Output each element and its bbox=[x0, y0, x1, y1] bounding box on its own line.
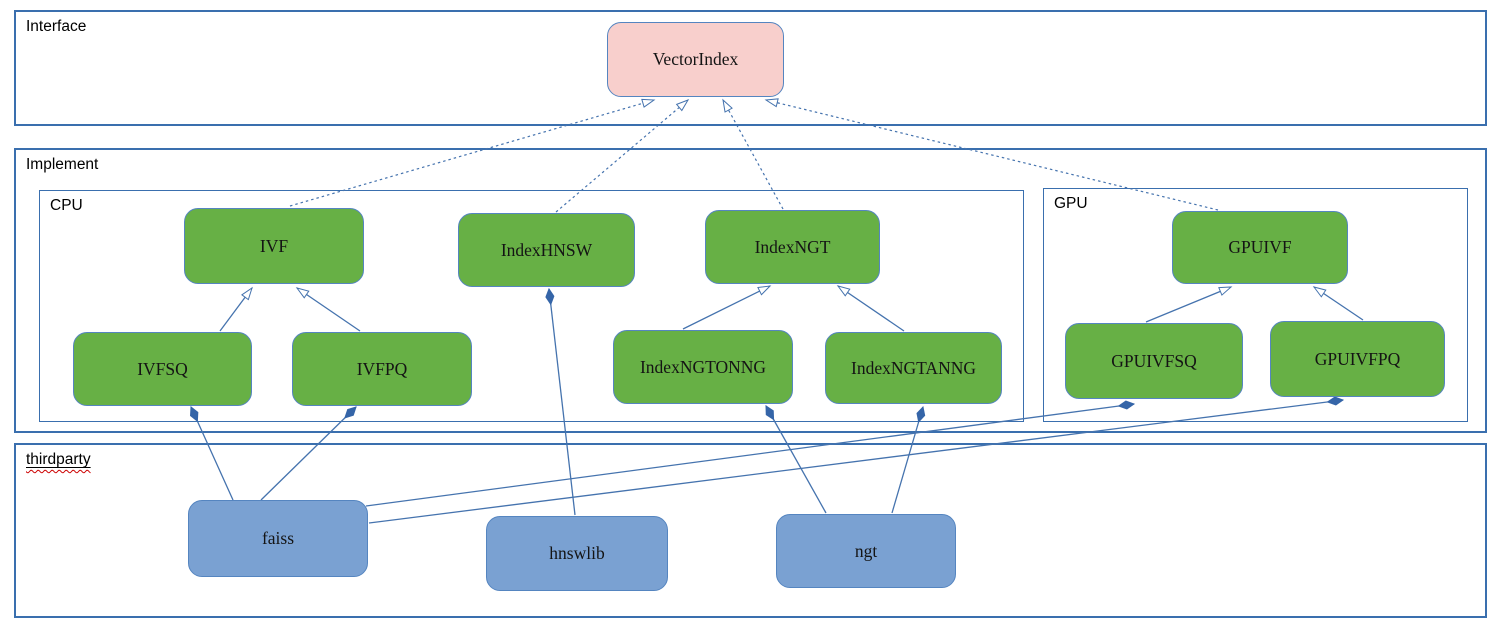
edge-faiss-to-gpuivfpq bbox=[368, 400, 1343, 524]
edge-ngt-to-indexngtonng bbox=[765, 406, 827, 514]
node-vectorindex-label: VectorIndex bbox=[652, 49, 739, 69]
edge-ivf-to-vectorindex bbox=[289, 98, 656, 207]
node-indexngt-label: IndexNGT bbox=[754, 236, 831, 257]
node-ngt[interactable]: ngt bbox=[776, 514, 956, 588]
edge-indexngtonng-to-indexngt bbox=[682, 285, 772, 330]
container-cpu[interactable]: CPU bbox=[39, 190, 1024, 422]
node-vectorindex[interactable]: VectorIndex bbox=[607, 22, 784, 97]
node-gpuivf-label: GPUIVF bbox=[1228, 237, 1292, 257]
node-ivfsq[interactable]: IVFSQ bbox=[73, 332, 252, 406]
edge-ivfpq-to-ivf bbox=[295, 287, 361, 332]
edge-ngt-to-indexngtanng bbox=[891, 407, 923, 514]
container-cpu-label: CPU bbox=[50, 197, 83, 214]
container-interface-label: Interface bbox=[26, 18, 87, 35]
edge-faiss-to-gpuivfsq bbox=[365, 404, 1134, 507]
edge-indexngt-to-vectorindex bbox=[722, 98, 784, 210]
container-implement-label: Implement bbox=[26, 156, 99, 173]
node-hnswlib[interactable]: hnswlib bbox=[486, 516, 668, 591]
edge-gpuivfsq-to-gpuivf bbox=[1145, 286, 1233, 323]
container-gpu-label: GPU bbox=[1054, 195, 1088, 212]
node-indexngt[interactable]: IndexNGT bbox=[705, 210, 880, 284]
node-hnswlib-label: hnswlib bbox=[549, 543, 605, 563]
node-faiss[interactable]: faiss bbox=[188, 500, 368, 577]
edge-gpuivfpq-to-gpuivf bbox=[1312, 286, 1364, 321]
edge-indexhnsw-to-vectorindex bbox=[555, 99, 690, 213]
node-indexhnsw-label: IndexHNSW bbox=[500, 239, 593, 260]
node-gpuivfsq-label: GPUIVFSQ bbox=[1111, 350, 1197, 371]
edge-gpuivf-to-vectorindex bbox=[764, 98, 1219, 211]
node-ivf[interactable]: IVF bbox=[184, 208, 364, 284]
node-indexngtanng-label: IndexNGTANNG bbox=[851, 357, 976, 378]
container-interface[interactable]: Interface bbox=[14, 10, 1487, 126]
container-thirdparty-label: thirdparty bbox=[26, 451, 91, 469]
container-thirdparty[interactable]: thirdparty bbox=[14, 443, 1487, 618]
node-ngt-label: ngt bbox=[854, 540, 878, 561]
node-gpuivfpq[interactable]: GPUIVFPQ bbox=[1270, 321, 1445, 397]
edge-faiss-to-ivfpq bbox=[260, 407, 356, 501]
container-gpu[interactable]: GPU bbox=[1043, 188, 1468, 422]
edge-indexngtanng-to-indexngt bbox=[836, 285, 905, 332]
node-ivf-label: IVF bbox=[259, 235, 289, 256]
node-indexhnsw[interactable]: IndexHNSW bbox=[458, 213, 635, 287]
node-ivfpq-label: IVFPQ bbox=[356, 358, 408, 379]
edge-faiss-to-ivfsq bbox=[191, 407, 234, 501]
node-faiss-label: faiss bbox=[261, 528, 295, 548]
edge-ivfsq-to-ivf bbox=[219, 286, 253, 332]
node-gpuivf[interactable]: GPUIVF bbox=[1172, 211, 1348, 284]
node-indexngtanng[interactable]: IndexNGTANNG bbox=[825, 332, 1002, 404]
edge-hnswlib-to-indexhnsw bbox=[549, 289, 576, 516]
node-indexngtonng-label: IndexNGTONNG bbox=[639, 356, 767, 377]
node-indexngtonng[interactable]: IndexNGTONNG bbox=[613, 330, 793, 404]
node-gpuivfsq[interactable]: GPUIVFSQ bbox=[1065, 323, 1243, 399]
node-ivfpq[interactable]: IVFPQ bbox=[292, 332, 472, 406]
misspelled-word: thirdparty bbox=[26, 451, 91, 468]
node-ivfsq-label: IVFSQ bbox=[137, 358, 188, 379]
node-gpuivfpq-label: GPUIVFPQ bbox=[1314, 348, 1401, 369]
